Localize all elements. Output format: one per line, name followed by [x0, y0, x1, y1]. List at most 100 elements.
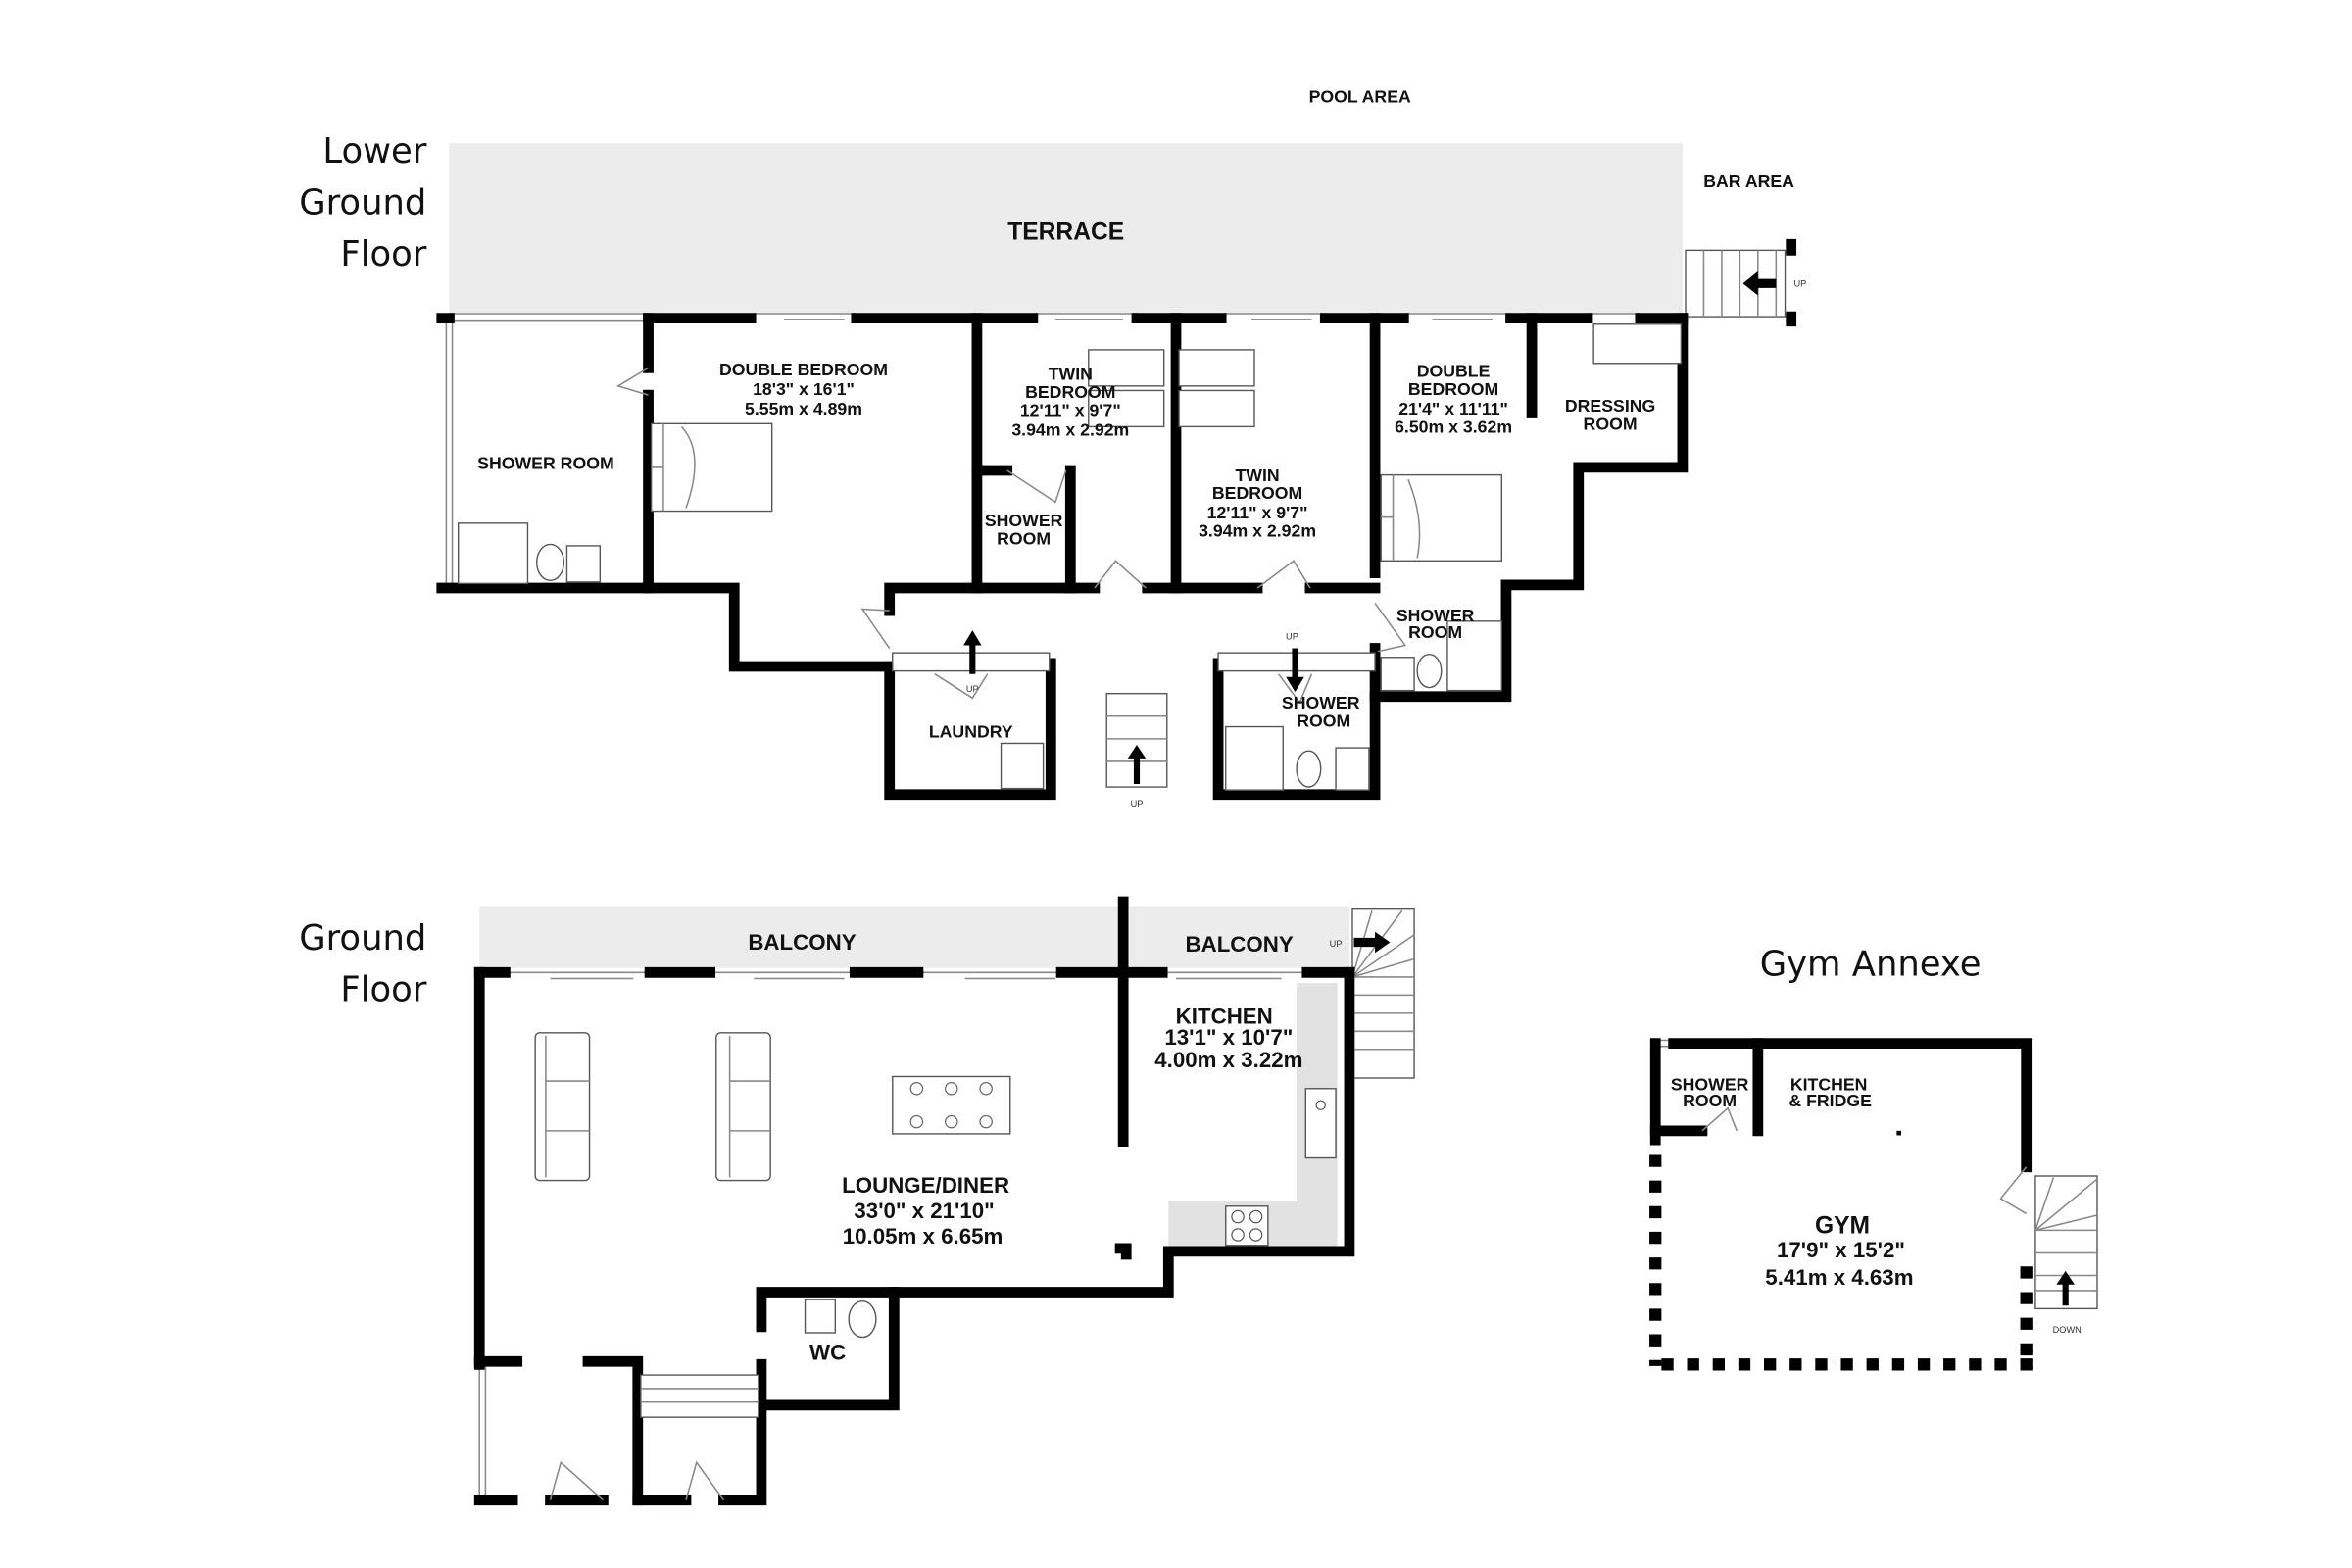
stairs-down: DOWN	[2034, 1175, 2098, 1335]
room-name: LOUNGE/DINER	[842, 1173, 1009, 1198]
bar-area-label: BAR AREA	[1703, 172, 1794, 191]
double-bed	[1380, 473, 1503, 562]
stair-label: UP	[1794, 278, 1807, 288]
room-dimensions-imperial: 33'0" x 21'10"	[854, 1199, 994, 1223]
room-name: LAUNDRY	[929, 721, 1013, 741]
stairs-up: UP	[1105, 693, 1168, 808]
floor-label: Ground	[299, 182, 426, 222]
basin	[565, 545, 602, 583]
room-name: DOUBLE	[1417, 362, 1491, 381]
stair-label: UP	[966, 684, 979, 694]
arrow-icon	[1286, 648, 1304, 693]
toilet	[1296, 750, 1322, 788]
arrow-icon	[1742, 270, 1777, 296]
room-name: BEDROOM	[1408, 379, 1498, 399]
room-dimensions-metric: 10.05m x 6.65m	[843, 1224, 1004, 1249]
room-dimensions-imperial: 13'1" x 10'7"	[1164, 1025, 1293, 1050]
room-dimensions-imperial: 17'9" x 15'2"	[1777, 1238, 1905, 1262]
room-name: & FRIDGE	[1788, 1091, 1872, 1110]
room-name: DOUBLE BEDROOM	[719, 360, 888, 379]
basin	[1335, 747, 1370, 791]
wardrobe	[1592, 323, 1683, 365]
washing-machine	[1000, 742, 1045, 790]
stair-label: DOWN	[2053, 1325, 2082, 1335]
balcony-label: BALCONY	[748, 930, 856, 955]
hob	[1225, 1205, 1269, 1247]
floor-label: Lower	[322, 131, 426, 172]
dining-table	[892, 1075, 1011, 1135]
shower-tray	[1225, 725, 1284, 791]
room-dimensions-imperial: 18'3" x 16'1"	[753, 379, 855, 399]
floor-label: Floor	[340, 970, 426, 1010]
balcony-area	[479, 906, 1124, 968]
room-dimensions-metric: 4.00m x 3.22m	[1154, 1048, 1302, 1072]
entrance-stairs	[640, 1374, 760, 1418]
room-name: WC	[809, 1341, 846, 1365]
floor-label: Ground	[299, 918, 426, 958]
room-name: SHOWER	[1396, 606, 1475, 625]
kitchen-sink	[1304, 1088, 1337, 1159]
room-name: ROOM	[1408, 622, 1462, 642]
sofa	[715, 1032, 771, 1182]
toilet	[536, 543, 565, 582]
arrow-icon	[2056, 1270, 2075, 1306]
floor-label: Floor	[340, 234, 426, 274]
arrow-icon	[963, 630, 982, 674]
room-name: TWIN	[1235, 466, 1279, 485]
terrace-area	[449, 143, 1683, 314]
room-name: SHOWER ROOM	[477, 453, 614, 472]
toilet	[1416, 654, 1443, 689]
room-name: SHOWER	[1282, 693, 1360, 712]
room-name: BEDROOM	[1212, 483, 1302, 503]
room-dimensions-imperial: 12'11" x 9'7"	[1207, 503, 1308, 522]
room-dimensions-metric: 3.94m x 2.92m	[1199, 521, 1316, 541]
terrace-label: TERRACE	[1007, 220, 1124, 246]
floor-label: Gym Annexe	[1760, 944, 1982, 984]
single-bed	[1088, 349, 1165, 387]
ground-floor: Ground Floor BALCONY BALCONY UP	[299, 896, 1415, 1506]
sofa	[534, 1032, 591, 1182]
single-bed	[1088, 389, 1165, 428]
balcony-label: BALCONY	[1185, 932, 1293, 956]
stairs-up: UP	[1685, 238, 1807, 327]
double-bed	[650, 422, 773, 513]
shower-tray	[1446, 620, 1503, 692]
single-bed	[1178, 389, 1255, 428]
room-dimensions-imperial: 12'11" x 9'7"	[1020, 401, 1121, 420]
walls	[473, 896, 1355, 1506]
pool-area-label: POOL AREA	[1309, 87, 1411, 107]
room-dimensions-metric: 3.94m x 2.92m	[1011, 420, 1129, 440]
room-dimensions-metric: 5.41m x 4.63m	[1765, 1265, 1913, 1290]
balcony-area	[1129, 906, 1349, 968]
kitchen-counter	[1168, 983, 1338, 1249]
furniture	[458, 323, 1683, 791]
walls	[1649, 1038, 2033, 1371]
stair-label: UP	[1286, 631, 1298, 641]
room-name: SHOWER	[1671, 1074, 1749, 1094]
room-name: SHOWER	[985, 511, 1063, 530]
stair-label: UP	[1330, 939, 1343, 949]
lower-ground-floor: Lower Ground Floor POOL AREA BAR AREA TE…	[299, 87, 1806, 808]
room-name: ROOM	[1297, 711, 1350, 731]
room-name: DRESSING	[1565, 396, 1655, 416]
room-name: KITCHEN	[1790, 1074, 1868, 1094]
furniture	[534, 1032, 1337, 1339]
room-dimensions-imperial: 21'4" x 11'11"	[1398, 399, 1508, 418]
stair-label: UP	[1131, 799, 1144, 808]
gym-annexe: Gym Annexe DOWN SHOWER ROOM KITCHEN & FR…	[1649, 944, 2098, 1371]
single-bed	[1178, 349, 1255, 387]
room-name: TWIN	[1049, 365, 1093, 384]
arrow-icon	[1353, 931, 1391, 954]
room-name: ROOM	[1683, 1091, 1737, 1110]
shower-tray	[458, 522, 529, 585]
room-name: GYM	[1815, 1212, 1870, 1239]
room-name: ROOM	[997, 528, 1051, 548]
room-dimensions-metric: 6.50m x 3.62m	[1395, 417, 1512, 437]
arrow-icon	[1127, 745, 1147, 784]
room-name: KITCHEN	[1176, 1004, 1273, 1029]
walls	[436, 313, 1689, 801]
toilet	[848, 1300, 877, 1339]
stairs-up: UP	[1330, 908, 1415, 1079]
room-dimensions-metric: 5.55m x 4.89m	[745, 399, 862, 418]
